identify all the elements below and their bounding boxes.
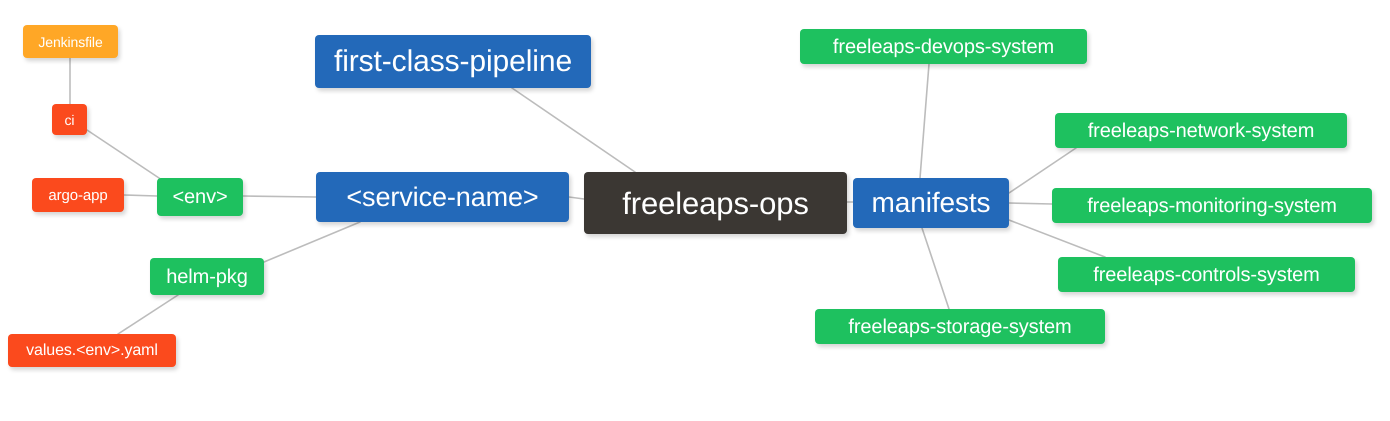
mindmap-node-label: freeleaps-network-system xyxy=(1087,119,1315,142)
mindmap-node-label: freeleaps-storage-system xyxy=(848,315,1072,338)
mindmap-edge xyxy=(1008,219,1106,258)
mindmap-node-label: <service-name> xyxy=(346,181,539,212)
mindmap-node-manifests[interactable]: manifests xyxy=(853,178,1009,228)
mindmap-node-first-class-pipeline[interactable]: first-class-pipeline xyxy=(315,35,591,88)
mindmap-node-freeleaps-network-system[interactable]: freeleaps-network-system xyxy=(1055,113,1347,148)
mindmap-node-label: freeleaps-ops xyxy=(622,185,809,221)
mindmap-edge xyxy=(1008,202,1053,205)
mindmap-node-freeleaps-storage-system[interactable]: freeleaps-storage-system xyxy=(815,309,1105,344)
mindmap-edge xyxy=(242,195,317,198)
mindmap-edge xyxy=(919,63,930,179)
mindmap-node-helm-pkg[interactable]: helm-pkg xyxy=(150,258,264,295)
mindmap-node-label: freeleaps-monitoring-system xyxy=(1087,194,1337,217)
mindmap-node-label: helm-pkg xyxy=(166,265,248,288)
mindmap-edge xyxy=(86,129,163,181)
mindmap-node-label: manifests xyxy=(871,187,991,218)
mindmap-edge xyxy=(263,221,361,263)
mindmap-node-label: Jenkinsfile xyxy=(38,33,103,50)
mindmap-node-label: argo-app xyxy=(48,186,108,204)
mindmap-node-service-name[interactable]: <service-name> xyxy=(316,172,569,222)
mindmap-edge xyxy=(123,194,158,197)
mindmap-node-freeleaps-controls-system[interactable]: freeleaps-controls-system xyxy=(1058,257,1355,292)
mindmap-node-label: <env> xyxy=(172,186,228,208)
mindmap-edge xyxy=(568,196,585,200)
mindmap-node-freeleaps-devops-system[interactable]: freeleaps-devops-system xyxy=(800,29,1087,64)
mindmap-node-label: first-class-pipeline xyxy=(333,44,573,78)
mindmap-node-label: ci xyxy=(64,111,75,128)
mindmap-node-argo-app[interactable]: argo-app xyxy=(32,178,124,212)
mindmap-node-values-env-yaml[interactable]: values.<env>.yaml xyxy=(8,334,176,367)
mindmap-edge xyxy=(511,87,636,173)
mindmap-node-label: freeleaps-devops-system xyxy=(832,35,1055,58)
mindmap-node-env[interactable]: <env> xyxy=(157,178,243,216)
mindmap-node-freeleaps-ops[interactable]: freeleaps-ops xyxy=(584,172,847,234)
mindmap-edge xyxy=(1008,147,1077,194)
mindmap-node-label: values.<env>.yaml xyxy=(26,341,158,359)
mindmap-node-ci[interactable]: ci xyxy=(52,104,87,135)
mindmap-node-jenkinsfile[interactable]: Jenkinsfile xyxy=(23,25,118,58)
mindmap-edge xyxy=(117,294,179,335)
mindmap-node-freeleaps-monitoring-system[interactable]: freeleaps-monitoring-system xyxy=(1052,188,1372,223)
mindmap-edge xyxy=(921,227,950,310)
mindmap-node-label: freeleaps-controls-system xyxy=(1093,263,1320,286)
